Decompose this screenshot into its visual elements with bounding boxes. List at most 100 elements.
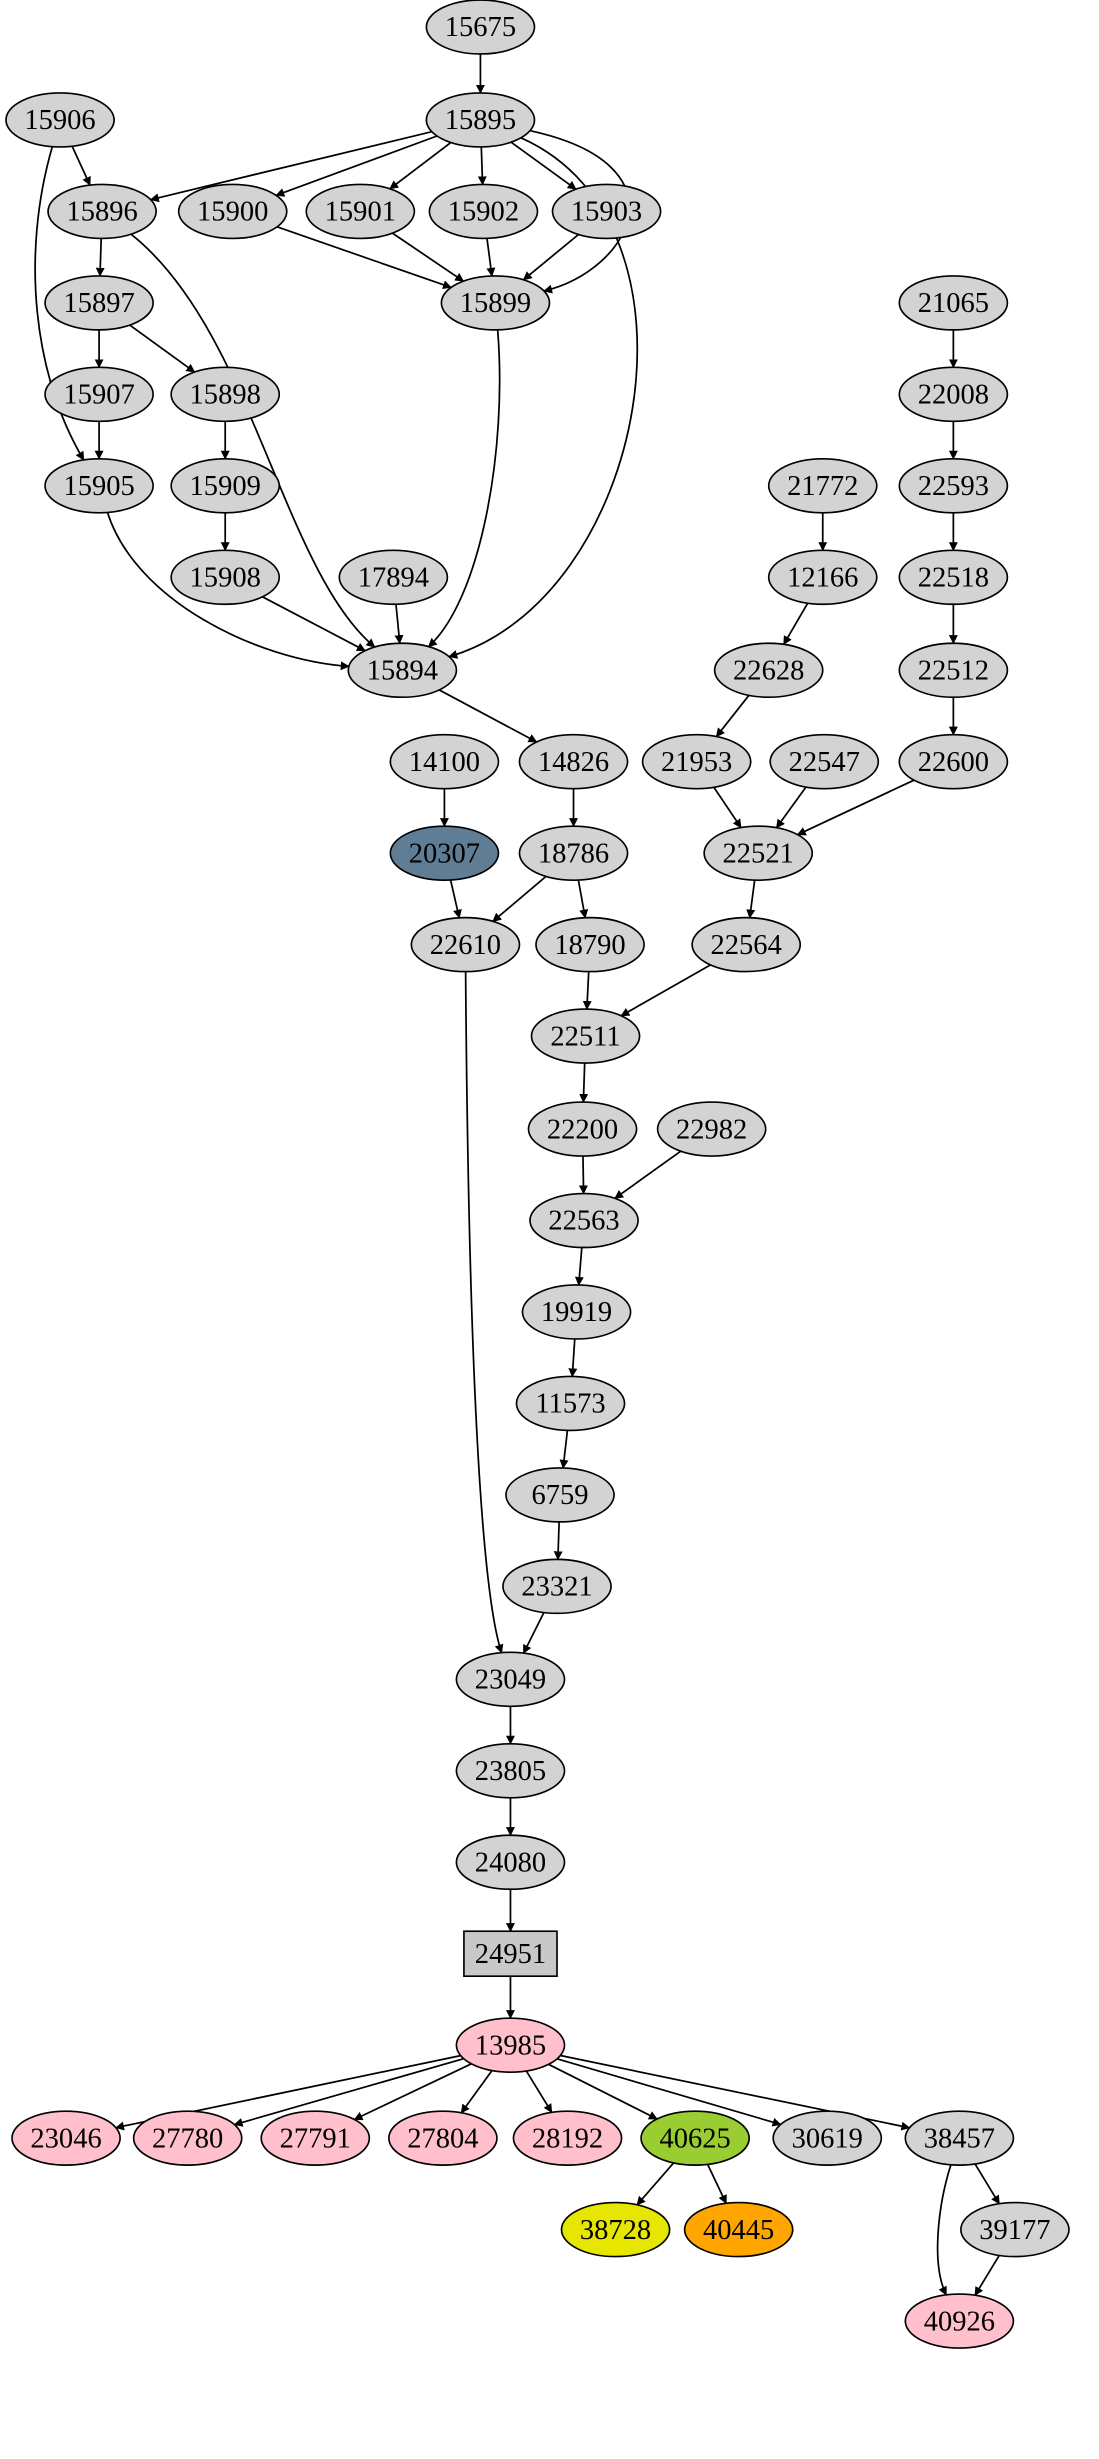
node-shape-14826[interactable] (518, 733, 629, 790)
node-shape-15899[interactable] (440, 275, 551, 331)
node-shape-22610[interactable] (410, 916, 521, 973)
graph-node-22563[interactable]: 22563 (529, 1192, 639, 1249)
graph-node-39177[interactable]: 39177 (960, 2201, 1070, 2258)
node-shape-15903[interactable] (551, 183, 662, 240)
node-shape-38728[interactable] (560, 2201, 671, 2258)
node-shape-22008[interactable] (898, 366, 1009, 423)
graph-node-40926[interactable]: 40926 (904, 2293, 1015, 2349)
node-shape-22518[interactable] (898, 549, 1009, 606)
graph-node-28192[interactable]: 28192 (512, 2110, 623, 2166)
node-shape-15897[interactable] (44, 275, 154, 331)
graph-node-15902[interactable]: 15902 (428, 183, 539, 240)
node-shape-22511[interactable] (530, 1008, 641, 1064)
graph-node-21065[interactable]: 21065 (898, 275, 1009, 331)
graph-node-13985[interactable]: 13985 (455, 2017, 566, 2073)
graph-node-6759[interactable]: 6759 (505, 1467, 615, 1523)
graph-node-22008[interactable]: 22008 (898, 366, 1009, 423)
node-shape-22982[interactable] (656, 1101, 767, 1157)
graph-node-23049[interactable]: 23049 (455, 1651, 566, 1708)
graph-node-18790[interactable]: 18790 (535, 916, 645, 973)
node-shape-15901[interactable] (305, 183, 416, 240)
graph-node-17894[interactable]: 17894 (338, 549, 449, 606)
graph-node-22610[interactable]: 22610 (410, 916, 521, 973)
graph-node-22564[interactable]: 22564 (691, 916, 802, 973)
graph-node-15675[interactable]: 15675 (425, 0, 536, 55)
graph-node-19919[interactable]: 19919 (521, 1284, 632, 1340)
node-shape-15675[interactable] (425, 0, 536, 55)
node-shape-15902[interactable] (428, 183, 539, 240)
node-shape-28192[interactable] (512, 2110, 623, 2166)
node-shape-22521[interactable] (703, 825, 814, 881)
graph-node-15900[interactable]: 15900 (177, 183, 288, 240)
node-shape-22628[interactable] (713, 642, 824, 699)
node-shape-6759[interactable] (505, 1467, 615, 1523)
graph-node-27780[interactable]: 27780 (132, 2110, 243, 2166)
graph-node-22512[interactable]: 22512 (898, 642, 1009, 699)
graph-node-11573[interactable]: 11573 (515, 1375, 626, 1432)
graph-node-27791[interactable]: 27791 (260, 2110, 371, 2166)
node-shape-15895[interactable] (425, 92, 536, 148)
node-shape-38457[interactable] (904, 2110, 1015, 2166)
node-shape-15894[interactable] (347, 642, 458, 699)
node-shape-40926[interactable] (904, 2293, 1015, 2349)
node-shape-22593[interactable] (898, 457, 1009, 514)
node-shape-15908[interactable] (170, 549, 281, 606)
node-shape-27804[interactable] (388, 2110, 498, 2166)
node-shape-24080[interactable] (455, 1834, 566, 1891)
graph-node-15907[interactable]: 15907 (44, 366, 154, 423)
graph-node-15909[interactable]: 15909 (170, 457, 281, 514)
node-shape-18786[interactable] (518, 825, 629, 881)
node-shape-17894[interactable] (338, 549, 449, 606)
node-shape-11573[interactable] (515, 1375, 626, 1432)
graph-node-22593[interactable]: 22593 (898, 457, 1009, 514)
graph-node-22518[interactable]: 22518 (898, 549, 1009, 606)
graph-node-22521[interactable]: 22521 (703, 825, 814, 881)
graph-node-15901[interactable]: 15901 (305, 183, 416, 240)
node-shape-22512[interactable] (898, 642, 1009, 699)
node-shape-27791[interactable] (260, 2110, 371, 2166)
node-shape-40625[interactable] (640, 2110, 751, 2166)
graph-node-15908[interactable]: 15908 (170, 549, 281, 606)
node-shape-27780[interactable] (132, 2110, 243, 2166)
graph-node-21953[interactable]: 21953 (641, 733, 752, 790)
node-shape-14100[interactable] (389, 733, 500, 790)
node-shape-23049[interactable] (455, 1651, 566, 1708)
graph-node-22628[interactable]: 22628 (713, 642, 824, 699)
graph-node-22982[interactable]: 22982 (656, 1101, 767, 1157)
graph-node-15897[interactable]: 15897 (44, 275, 154, 331)
node-shape-22563[interactable] (529, 1192, 639, 1249)
node-shape-22564[interactable] (691, 916, 802, 973)
node-shape-30619[interactable] (772, 2110, 883, 2166)
node-shape-18790[interactable] (535, 916, 645, 973)
node-shape-21953[interactable] (641, 733, 752, 790)
node-shape-22600[interactable] (898, 733, 1009, 790)
node-shape-15907[interactable] (44, 366, 154, 423)
graph-node-30619[interactable]: 30619 (772, 2110, 883, 2166)
graph-node-24080[interactable]: 24080 (455, 1834, 566, 1891)
node-shape-15900[interactable] (177, 183, 288, 240)
node-shape-21065[interactable] (898, 275, 1009, 331)
graph-node-27804[interactable]: 27804 (388, 2110, 498, 2166)
graph-node-15896[interactable]: 15896 (47, 183, 157, 240)
node-shape-23046[interactable] (11, 2110, 121, 2166)
node-shape-40445[interactable] (683, 2201, 794, 2258)
graph-node-22200[interactable]: 22200 (527, 1101, 638, 1157)
graph-node-15905[interactable]: 15905 (44, 457, 154, 514)
graph-node-23321[interactable]: 23321 (502, 1558, 612, 1615)
node-shape-23321[interactable] (502, 1558, 612, 1615)
graph-node-15903[interactable]: 15903 (551, 183, 662, 240)
graph-node-15899[interactable]: 15899 (440, 275, 551, 331)
graph-node-38457[interactable]: 38457 (904, 2110, 1015, 2166)
node-shape-22547[interactable] (769, 733, 880, 790)
graph-node-21772[interactable]: 21772 (767, 457, 878, 514)
node-shape-13985[interactable] (455, 2017, 566, 2073)
node-shape-19919[interactable] (521, 1284, 632, 1340)
node-shape-15905[interactable] (44, 457, 154, 514)
node-shape-15896[interactable] (47, 183, 157, 240)
node-shape-15906[interactable] (5, 92, 115, 148)
graph-node-23805[interactable]: 23805 (455, 1742, 566, 1799)
node-shape-21772[interactable] (767, 457, 878, 514)
graph-node-23046[interactable]: 23046 (11, 2110, 121, 2166)
graph-node-14100[interactable]: 14100 (389, 733, 500, 790)
graph-node-12166[interactable]: 12166 (767, 549, 878, 606)
